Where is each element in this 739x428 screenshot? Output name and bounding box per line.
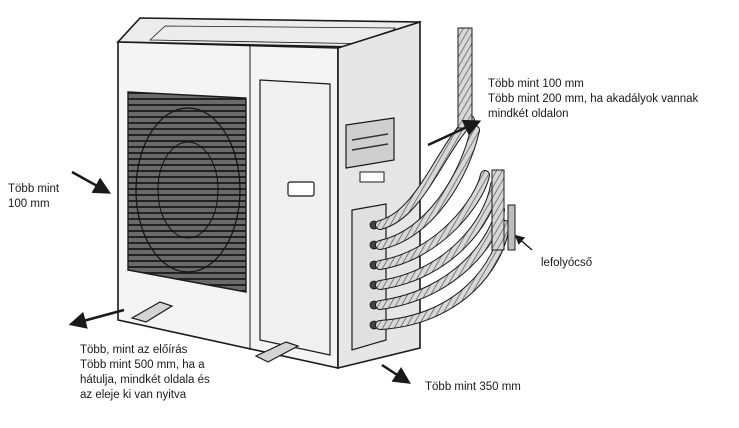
vertical-pipe xyxy=(457,27,473,129)
arrow-left xyxy=(71,170,112,194)
label-drain: lefolyócső xyxy=(541,257,593,269)
drain-pipe xyxy=(507,204,516,251)
fan-grille xyxy=(127,91,247,293)
service-panel xyxy=(259,79,331,356)
label-top-right-line-2: Több mint 200 mm, ha akadályok vannak xyxy=(488,93,699,105)
label-bottom-left-line-3: hátulja, mindkét oldala és xyxy=(80,374,210,386)
arrow-bottom-right xyxy=(381,363,411,384)
label-bottom-left: Több, mint az előírás Több mint 500 mm, … xyxy=(80,343,210,403)
label-top-right-line-1: Több mint 100 mm xyxy=(488,78,584,90)
label-left-line-1: Több mint xyxy=(8,183,60,195)
label-bottom-left-line-1: Több, mint az előírás xyxy=(80,344,188,356)
label-left: Több mint 100 mm xyxy=(8,182,59,212)
control-panel xyxy=(345,117,395,169)
handle xyxy=(287,181,315,197)
label-bottom-right: Több mint 350 mm xyxy=(425,381,521,393)
label-bottom-left-line-2: Több mint 500 mm, ha a xyxy=(80,359,205,371)
label-left-line-2: 100 mm xyxy=(8,198,50,210)
valve-strip xyxy=(351,203,387,351)
foot-right xyxy=(254,341,300,363)
label-bottom-left-line-4: az eleje ki van nyitva xyxy=(80,389,187,401)
label-top-right: Több mint 100 mm Több mint 200 mm, ha ak… xyxy=(488,77,698,122)
foot-left xyxy=(130,301,174,323)
arrow-bottom-left xyxy=(68,308,125,329)
label-top-right-line-3: mindkét oldalon xyxy=(488,108,569,120)
arrow-drain xyxy=(514,234,533,251)
arrow-top-right xyxy=(427,119,482,147)
